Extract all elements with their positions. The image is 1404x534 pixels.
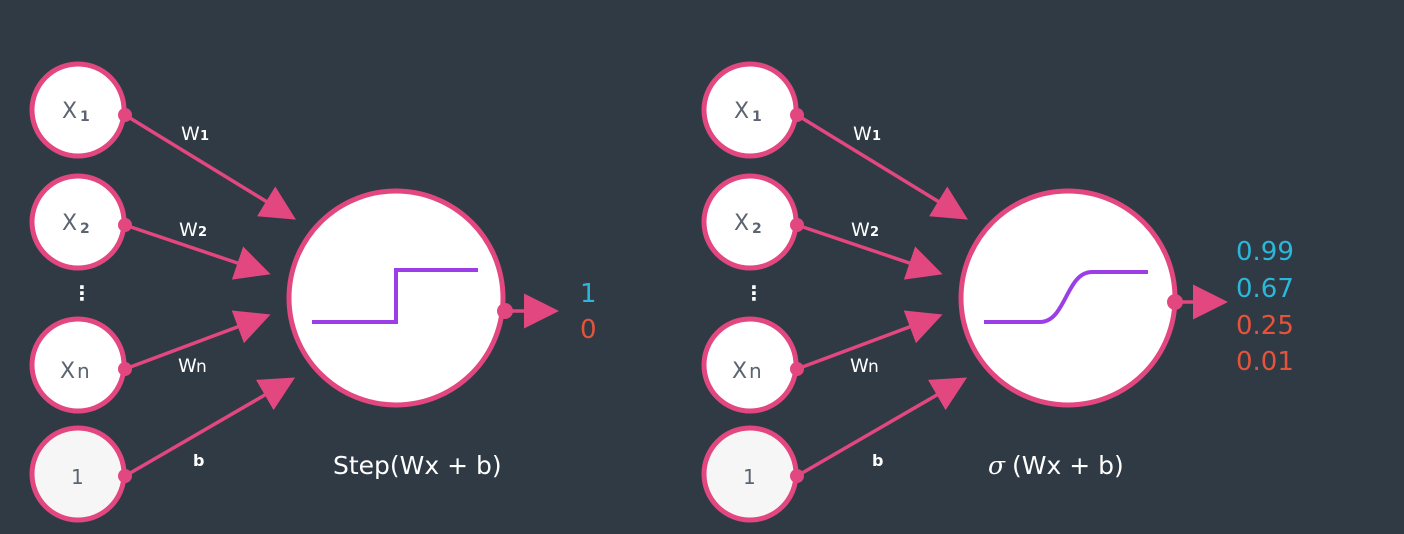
sigmoid-neuron	[958, 188, 1183, 408]
input-node-x1: X 1	[29, 61, 132, 159]
input-label: X	[62, 99, 77, 124]
sigmoid-formula-text: (Wx + b)	[1012, 451, 1124, 480]
output-value-high: 1	[580, 279, 597, 309]
input-node-bias: 1	[701, 425, 804, 523]
edge-wn	[124, 310, 271, 371]
perceptron-diagram: X 1 X 2 ⋮ X n 1 W 1	[29, 61, 597, 523]
input-node-bias: 1	[29, 425, 132, 523]
weight-subscript: n	[868, 357, 879, 377]
output-value: 0.67	[1236, 274, 1294, 304]
output-value: 0.01	[1236, 347, 1294, 377]
input-node-xn: X n	[701, 316, 804, 414]
input-subscript: n	[749, 359, 762, 383]
edge-b	[124, 377, 296, 478]
weight-label: W	[178, 355, 197, 377]
output-value: 0.99	[1236, 237, 1294, 267]
vertical-ellipsis: ⋮	[744, 281, 764, 305]
edge-w2	[796, 223, 943, 280]
input-label: X	[62, 211, 77, 236]
bias-weight-label: b	[872, 451, 883, 470]
step-function-curve	[312, 268, 478, 324]
edge-w2	[124, 223, 271, 280]
input-subscript: 1	[80, 109, 90, 125]
input-label: X	[60, 359, 75, 384]
edge-wn	[796, 310, 943, 371]
edge-w1	[796, 113, 968, 220]
sigmoid-formula: σ (Wx + b)	[988, 451, 1124, 480]
input-node-x2: X 2	[701, 173, 804, 271]
input-node-x2: X 2	[29, 173, 132, 271]
weight-subscript: n	[196, 357, 207, 377]
weight-label: W	[851, 219, 870, 241]
input-label: 1	[743, 465, 756, 489]
sigmoid-function-curve	[984, 270, 1148, 324]
output-value: 0.25	[1236, 311, 1294, 341]
weight-subscript: 1	[200, 129, 209, 144]
weight-wn: W n	[178, 355, 207, 377]
input-label: X	[734, 211, 749, 236]
weight-label: W	[179, 219, 198, 241]
weight-subscript: 2	[870, 225, 879, 240]
sigmoid-diagram: X 1 X 2 ⋮ X n 1 W 1 W	[701, 61, 1294, 523]
sigma-symbol: σ	[988, 451, 1006, 480]
output-value-low: 0	[580, 315, 597, 345]
weight-w2: W 2	[179, 219, 207, 241]
weight-subscript: 2	[198, 225, 207, 240]
weight-w1: W 1	[853, 123, 881, 145]
weight-label: W	[853, 123, 872, 145]
input-subscript: 1	[752, 109, 762, 125]
bias-weight-label: b	[193, 451, 204, 470]
input-node-x1: X 1	[701, 61, 804, 159]
weight-wn: W n	[850, 355, 879, 377]
input-label: X	[734, 99, 749, 124]
step-formula: Step(Wx + b)	[333, 451, 502, 480]
edge-b	[796, 377, 968, 478]
weight-label: W	[181, 123, 200, 145]
edge-w1	[124, 113, 296, 220]
step-neuron	[286, 188, 513, 408]
vertical-ellipsis: ⋮	[72, 281, 92, 305]
input-label: X	[732, 359, 747, 384]
input-node-xn: X n	[29, 316, 132, 414]
input-subscript: n	[77, 359, 90, 383]
weight-label: W	[850, 355, 869, 377]
input-label: 1	[71, 465, 84, 489]
weight-w1: W 1	[181, 123, 209, 145]
weight-subscript: 1	[872, 129, 881, 144]
input-subscript: 2	[80, 221, 90, 237]
input-subscript: 2	[752, 221, 762, 237]
weight-w2: W 2	[851, 219, 879, 241]
